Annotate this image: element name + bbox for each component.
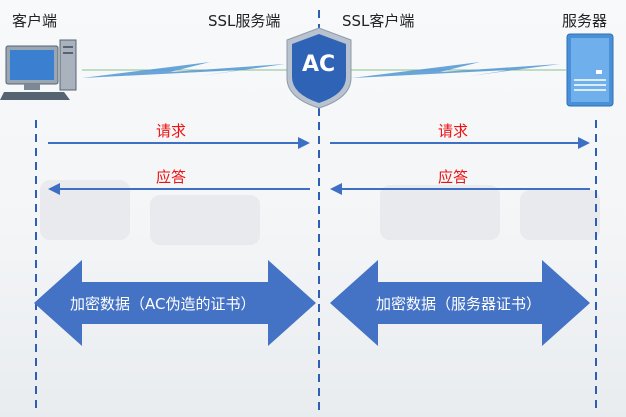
arrow-request-right xyxy=(330,137,590,149)
ac-badge-text: AC xyxy=(302,52,336,77)
computer-icon xyxy=(0,39,77,100)
background-decoration xyxy=(380,185,500,240)
ac-shield-icon xyxy=(286,27,352,109)
encrypted-arrow-left xyxy=(34,260,316,346)
encrypted-arrow-right xyxy=(330,260,590,346)
encrypted-label-left: 加密数据（AC伪造的证书） xyxy=(70,295,256,313)
server-icon xyxy=(566,33,614,107)
client-label: 客户端 xyxy=(12,12,58,30)
arrow-response-left xyxy=(48,183,310,195)
encrypted-label-right: 加密数据（服务器证书） xyxy=(376,295,542,313)
request-label-left: 请求 xyxy=(156,122,187,140)
response-label-right: 应答 xyxy=(438,168,469,186)
server-label: 服务器 xyxy=(562,12,608,30)
arrow-request-left xyxy=(48,137,310,149)
request-label-right: 请求 xyxy=(438,122,469,140)
wireless-link-right xyxy=(350,62,566,78)
ssl-client-label: SSL客户端 xyxy=(342,12,415,30)
response-label-left: 应答 xyxy=(156,168,187,186)
background-decoration xyxy=(520,190,600,240)
arrow-response-right xyxy=(330,183,590,195)
wireless-link-left xyxy=(82,62,290,78)
ssl-server-label: SSL服务端 xyxy=(208,12,281,30)
background-decoration xyxy=(150,195,260,245)
